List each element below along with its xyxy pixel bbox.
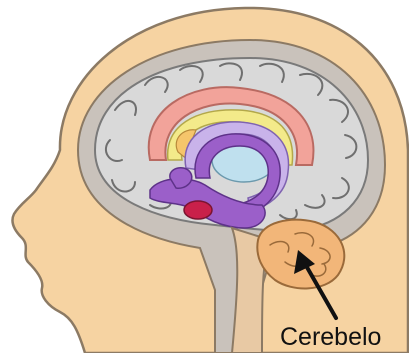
amygdala [184,201,212,219]
cerebellum-label: Cerebelo [280,323,381,351]
